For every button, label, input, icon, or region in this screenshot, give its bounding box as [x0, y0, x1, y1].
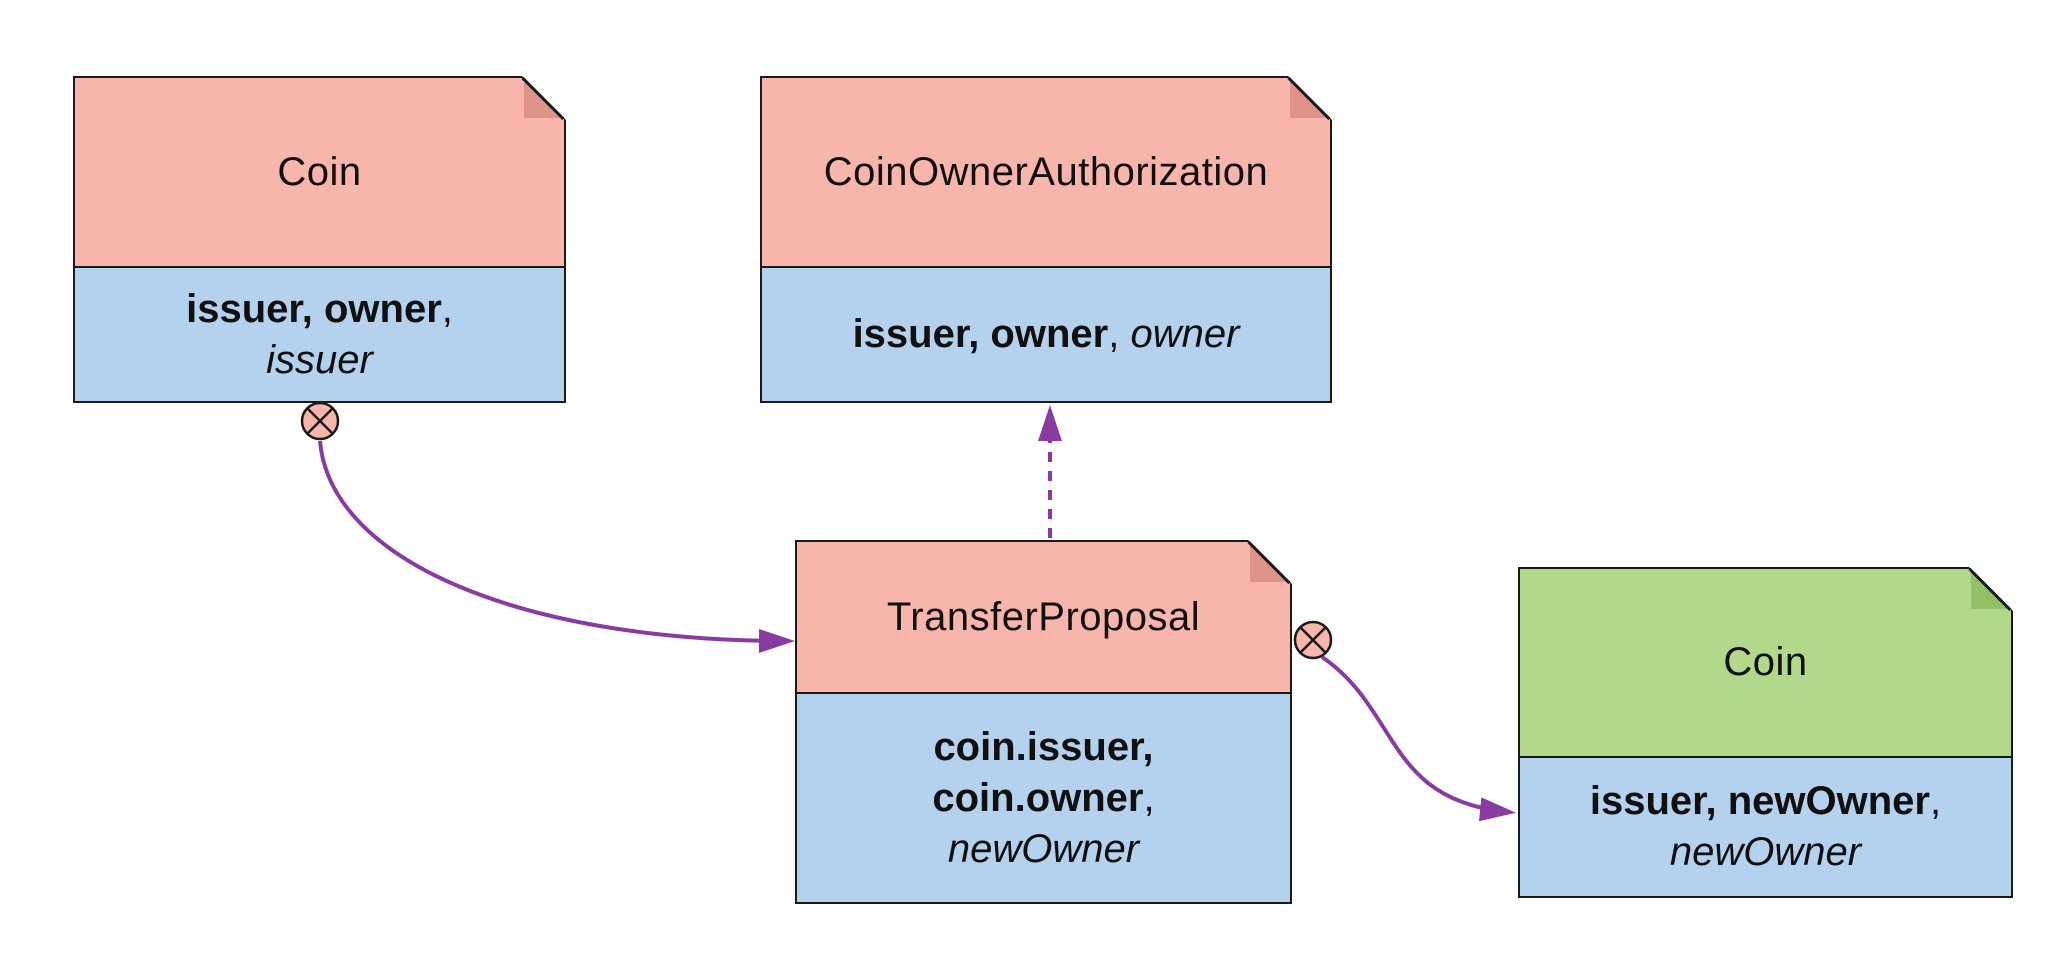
parties-line: coin.issuer, [933, 722, 1153, 773]
archive-circle-icon [300, 401, 340, 441]
node-body: issuer, newOwner, newOwner [1520, 758, 2011, 896]
node-title: CoinOwnerAuthorization [823, 149, 1269, 194]
parties-line: newOwner [948, 824, 1139, 875]
object-node-coin-new: Coin issuer, newOwner, newOwner [1518, 567, 2013, 898]
node-title: Coin [1723, 640, 1808, 684]
node-body: issuer, owner, owner [762, 268, 1330, 401]
archive-marker-transfer-proposal [1293, 620, 1333, 660]
parties-line: issuer, owner, [186, 284, 453, 335]
punctuation-text: , [441, 286, 453, 331]
archive-cross-icon [306, 407, 334, 435]
node-title: TransferProposal [886, 594, 1201, 639]
node-header: TransferProposal [797, 540, 1292, 694]
punctuation-text: , [1930, 779, 1942, 823]
edge-archive-coin-to-transfer-proposal [318, 440, 795, 653]
parties-line: coin.owner, [932, 773, 1154, 824]
node-header: Coin [1520, 567, 2013, 758]
archive-marker-coin [300, 401, 340, 441]
parties-line: newOwner [1670, 827, 1861, 878]
punctuation-text: , [1108, 312, 1131, 356]
controller-text: newOwner [1669, 830, 1862, 874]
node-title: Coin [277, 149, 362, 194]
signatories-text: issuer, owner [852, 312, 1109, 356]
node-header: Coin [75, 76, 566, 268]
node-body: issuer, owner, issuer [75, 268, 564, 401]
archive-cross-icon [1299, 626, 1327, 654]
parties-line: issuer [266, 335, 373, 386]
node-header: CoinOwnerAuthorization [762, 76, 1332, 268]
signatories-text: coin.owner [932, 775, 1144, 820]
controller-text: issuer [266, 337, 373, 382]
signatories-text: issuer, owner [186, 286, 442, 331]
controller-text: newOwner [947, 826, 1140, 871]
punctuation-text: , [1143, 775, 1155, 820]
object-node-coin: Coin issuer, owner, issuer [73, 76, 566, 403]
signatories-text: coin.issuer, [933, 724, 1154, 769]
parties-line: issuer, owner, owner [853, 309, 1240, 360]
controller-text: owner [1130, 312, 1240, 356]
object-node-coin-owner-authorization: CoinOwnerAuthorization issuer, owner, ow… [760, 76, 1332, 403]
signatories-text: issuer, newOwner [1589, 779, 1930, 823]
archive-circle-icon [1293, 620, 1333, 660]
edge-archive-transfer-proposal-to-coin-new [1320, 655, 1516, 822]
node-body: coin.issuer, coin.owner, newOwner [797, 694, 1290, 902]
parties-line: issuer, newOwner, [1590, 776, 1941, 827]
object-node-transfer-proposal: TransferProposal coin.issuer, coin.owner… [795, 540, 1292, 904]
